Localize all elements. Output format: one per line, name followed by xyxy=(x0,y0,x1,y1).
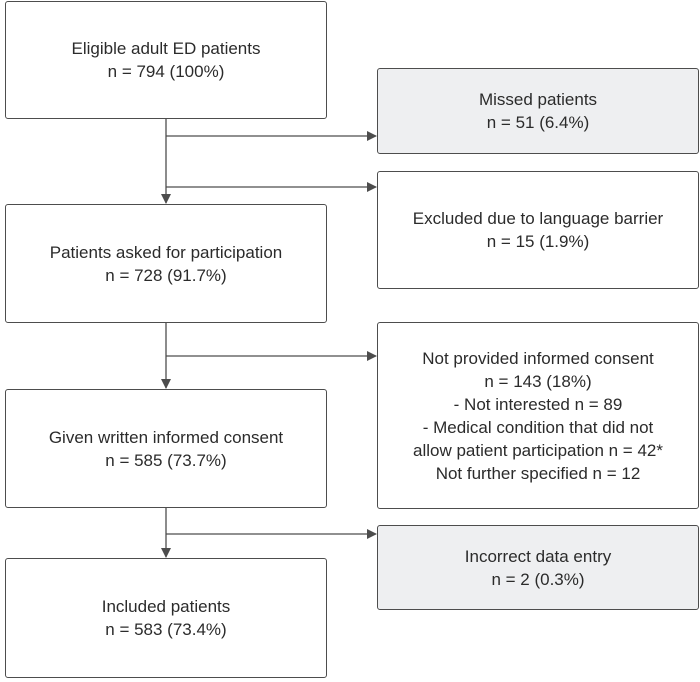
incorrect-entry-box: Incorrect data entry n = 2 (0.3%) xyxy=(377,525,699,610)
box-detail-medical-condition-cont: allow patient participation n = 42* xyxy=(413,440,663,460)
box-count: n = 15 (1.9%) xyxy=(486,232,590,251)
box-count: n = 728 (91.7%) xyxy=(105,265,227,285)
box-count: n = 143 (18%) xyxy=(484,371,592,391)
box-count: n = 51 (6.4%) xyxy=(486,113,590,132)
box-title: Excluded due to language barrier xyxy=(412,209,664,228)
box-title: Included patients xyxy=(101,597,231,616)
box-title: Eligible adult ED patients xyxy=(71,39,261,58)
eligible-patients-box: Eligible adult ED patients n = 794 (100%… xyxy=(5,1,327,119)
box-count: n = 794 (100%) xyxy=(107,62,225,81)
language-barrier-box: Excluded due to language barrier n = 15 … xyxy=(377,171,699,289)
box-count: n = 2 (0.3%) xyxy=(491,569,585,589)
box-title: Incorrect data entry xyxy=(464,546,612,566)
box-detail-not-specified: Not further specified n = 12 xyxy=(435,463,641,483)
box-title: Given written informed consent xyxy=(48,427,284,447)
asked-participation-box: Patients asked for participation n = 728… xyxy=(5,204,327,323)
included-patients-box: Included patients n = 583 (73.4%) xyxy=(5,558,327,678)
written-consent-box: Given written informed consent n = 585 (… xyxy=(5,389,327,508)
box-detail-medical-condition: - Medical condition that did not xyxy=(422,417,654,437)
box-count: n = 585 (73.7%) xyxy=(105,450,227,470)
box-title: Patients asked for participation xyxy=(49,242,283,262)
box-detail-not-interested: - Not interested n = 89 xyxy=(453,394,623,414)
no-consent-box: Not provided informed consent n = 143 (1… xyxy=(377,322,699,509)
box-title: Missed patients xyxy=(478,90,598,109)
box-count: n = 583 (73.4%) xyxy=(105,620,227,639)
missed-patients-box: Missed patients n = 51 (6.4%) xyxy=(377,68,699,154)
box-title: Not provided informed consent xyxy=(422,348,654,368)
